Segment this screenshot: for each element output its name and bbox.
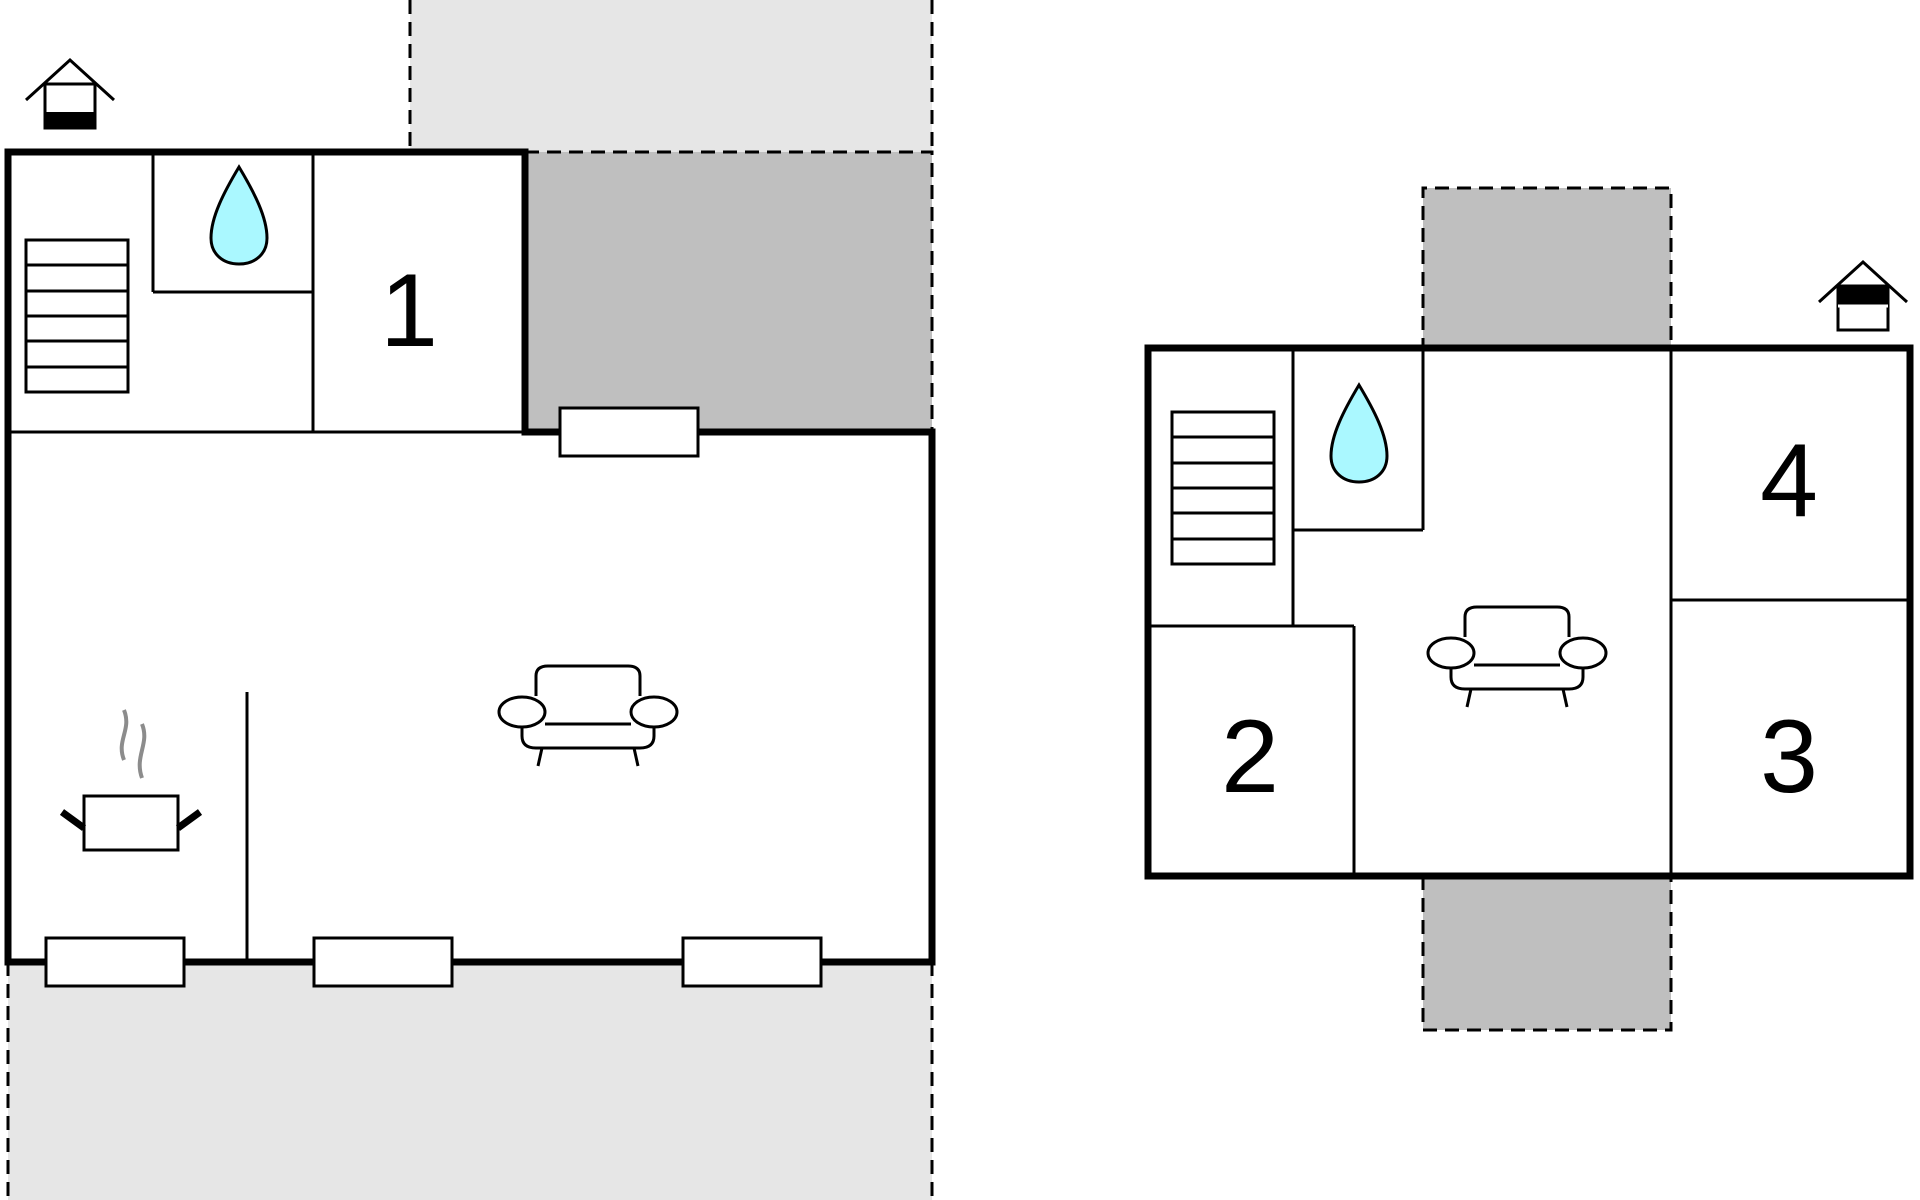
window [558, 406, 700, 458]
house-entrance-icon [24, 58, 116, 130]
floor-plan-ground-floor: 1 [4, 0, 936, 1200]
outdoor-area-top [410, 0, 932, 152]
room-number: 4 [1760, 423, 1818, 539]
outdoor-area-bottom [8, 962, 932, 1200]
terrace-ground-floor [525, 152, 932, 430]
terrace-upper-bottom [1423, 876, 1671, 1030]
window [44, 936, 186, 988]
window [312, 936, 454, 988]
window [44, 406, 823, 988]
floor-plan-upper-floor: 2 3 4 [1144, 186, 1914, 1032]
stairs-icon [1170, 410, 1276, 566]
room-number: 1 [380, 253, 438, 369]
window [681, 936, 823, 988]
house-entrance-icon [1817, 260, 1909, 332]
stairs-icon [24, 238, 130, 394]
room-number: 3 [1760, 699, 1818, 815]
terrace-upper-top [1423, 188, 1671, 352]
kitchen-pot-icon [59, 709, 203, 852]
room-number: 2 [1221, 699, 1279, 815]
